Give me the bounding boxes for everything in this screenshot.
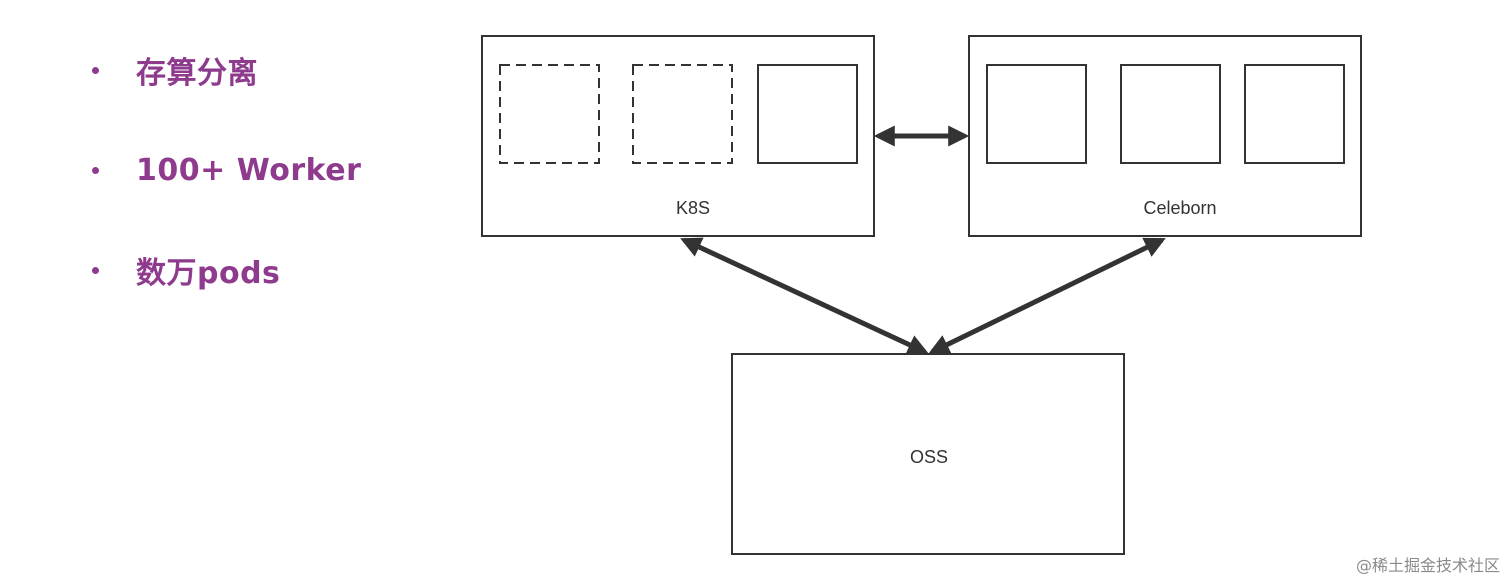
celeborn-worker-1: [986, 64, 1087, 164]
celeborn-label: Celeborn: [1143, 198, 1216, 218]
arrow-k8s-oss: [680, 237, 929, 355]
k8s-box: K8S: [481, 35, 875, 237]
k8s-outline: [481, 35, 875, 237]
bullet-text: 存算分离: [136, 56, 258, 91]
celeborn-box: Celeborn: [968, 35, 1362, 237]
bullet-dot-icon: [92, 266, 99, 274]
bullet-dot-icon: [92, 166, 99, 174]
bullet-text: 数万pods: [136, 256, 281, 291]
oss-label: OSS: [910, 447, 948, 467]
celeborn-worker-2: [1120, 64, 1221, 164]
k8s-pod-dashed-2: [632, 64, 733, 164]
celeborn-worker-3: [1244, 64, 1345, 164]
bullet-dot-icon: [92, 66, 99, 74]
bullet-item-pods: 数万pods: [92, 245, 361, 295]
k8s-pod-solid: [757, 64, 858, 164]
watermark: @稀土掘金技术社区: [1355, 556, 1500, 575]
bullet-item-workers: 100+ Worker: [92, 145, 361, 195]
k8s-pod-dashed-1: [499, 64, 600, 164]
oss-box: OSS: [731, 353, 1125, 555]
celeborn-outline: [968, 35, 1362, 237]
bullet-item-storage-compute: 存算分离: [92, 45, 361, 95]
bullet-text: 100+ Worker: [136, 152, 362, 188]
k8s-label: K8S: [676, 198, 710, 218]
arrow-celeborn-oss: [928, 237, 1166, 355]
bullet-list: 存算分离 100+ Worker 数万pods: [92, 45, 361, 345]
